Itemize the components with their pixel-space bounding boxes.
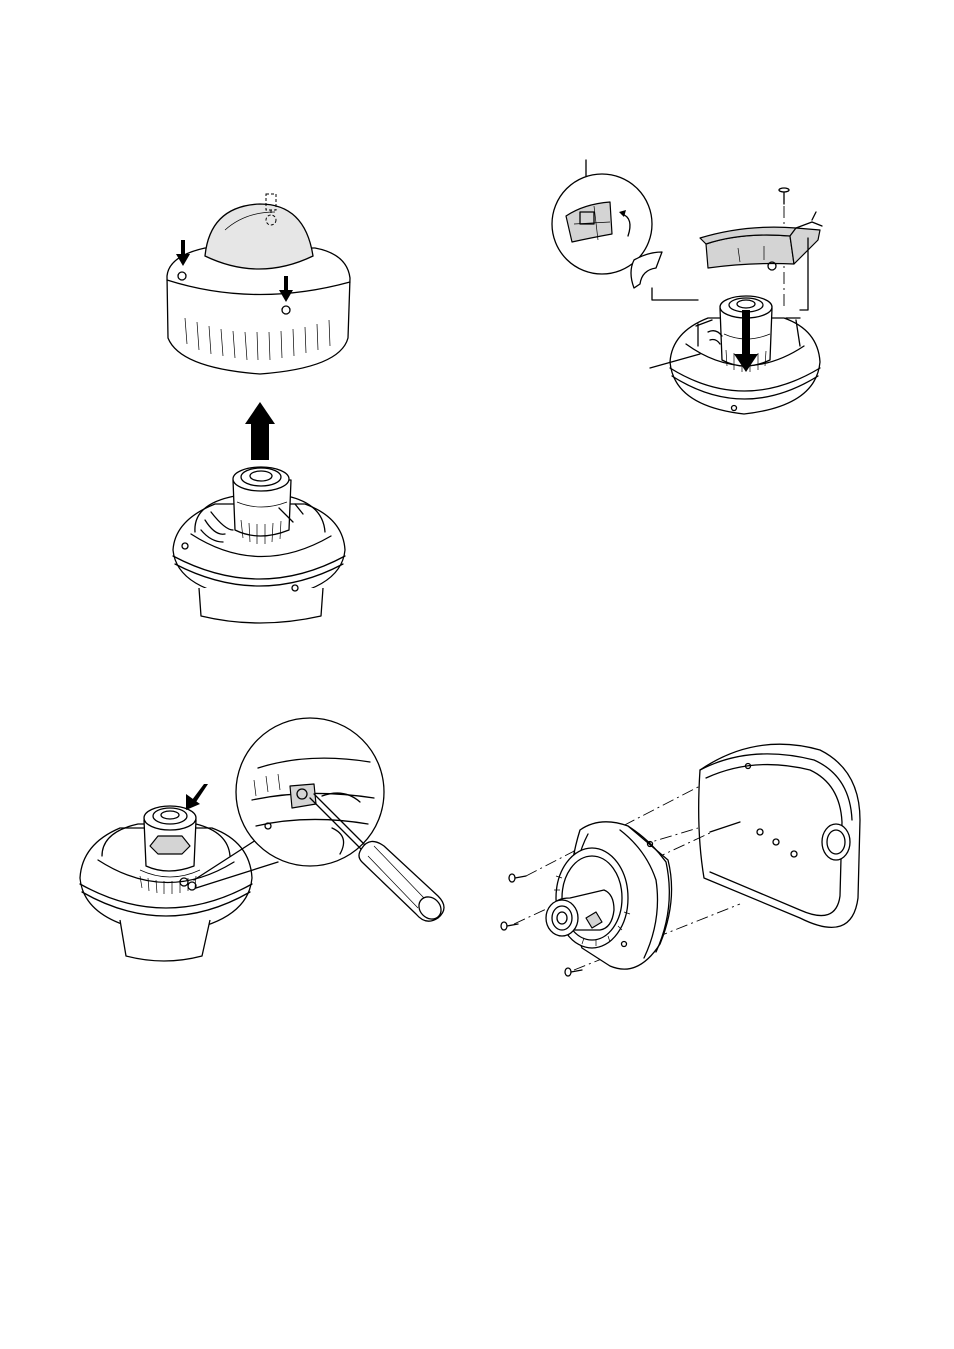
screw-icon <box>779 188 789 204</box>
screwdriver-drawing <box>78 728 448 970</box>
fig-base-exploded-view <box>500 730 870 980</box>
exploded-drawing <box>500 730 870 980</box>
up-arrow-icon <box>245 402 275 460</box>
fig-bracket-attachment <box>550 160 840 430</box>
down-arrow-icon <box>186 784 208 810</box>
screw-icon <box>509 874 526 882</box>
fig-lens-unit-screwdriver <box>78 728 448 970</box>
mounting-bracket <box>700 222 822 270</box>
fig-dome-cover-removal <box>155 190 365 630</box>
dome-cover-drawing <box>155 190 365 630</box>
camera-base-unit <box>546 822 672 969</box>
camera-base-bottom <box>199 588 323 623</box>
mounting-box <box>699 744 860 927</box>
screw-icon <box>565 968 582 976</box>
bracket-drawing <box>550 160 840 430</box>
lens-turret <box>233 467 291 544</box>
